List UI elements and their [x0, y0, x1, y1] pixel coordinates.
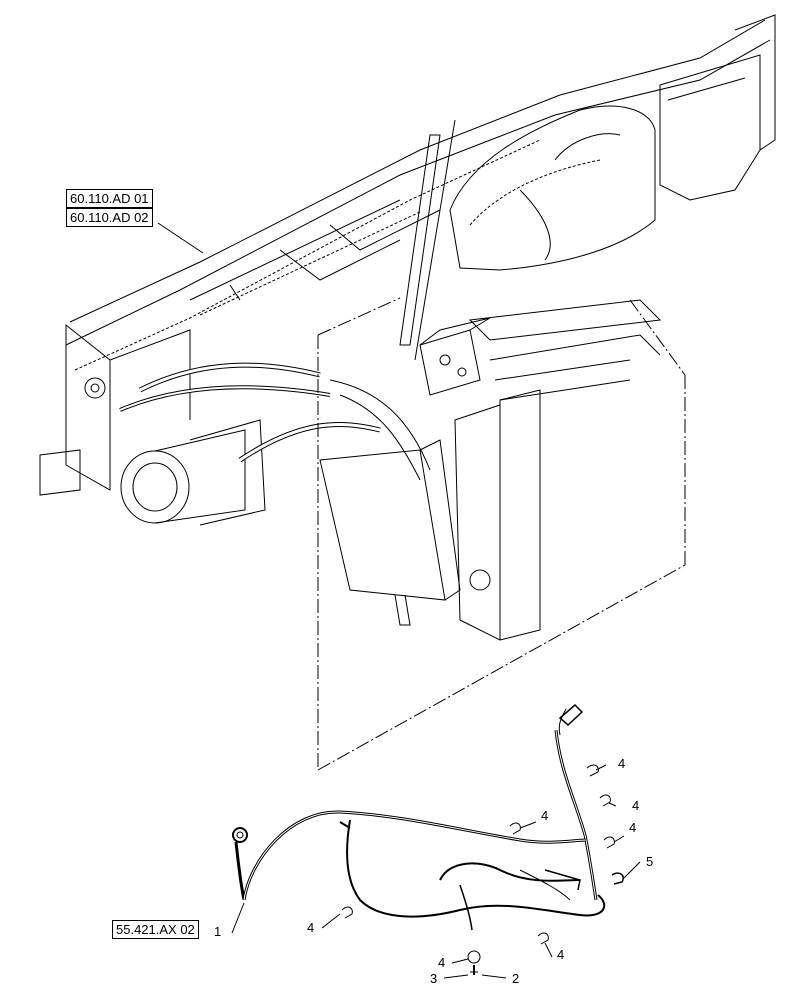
callout-4-c: 4 — [541, 808, 548, 823]
wiring-harness — [232, 703, 624, 975]
callout-1: 1 — [214, 924, 221, 939]
reference-link-60-110-ad-02[interactable]: 60.110.AD 02 — [66, 208, 153, 227]
callout-4-g: 4 — [438, 955, 445, 970]
callout-4-e: 4 — [307, 920, 314, 935]
callout-2: 2 — [512, 971, 519, 986]
callout-3: 3 — [430, 971, 437, 986]
callout-4-b: 4 — [632, 798, 639, 813]
phantom-outline — [317, 297, 686, 771]
callout-5: 5 — [646, 854, 653, 869]
callout-4-d: 4 — [629, 820, 636, 835]
leader-lines — [157, 222, 641, 979]
reference-link-60-110-ad-01[interactable]: 60.110.AD 01 — [66, 189, 153, 208]
reference-link-55-421-ax-02[interactable]: 55.421.AX 02 — [112, 920, 199, 939]
callout-4-f: 4 — [557, 947, 564, 962]
machine-chassis — [39, 14, 776, 641]
callout-numbers: 1 2 3 4 4 4 4 4 4 4 5 — [214, 756, 653, 986]
callout-4-a: 4 — [618, 756, 625, 771]
